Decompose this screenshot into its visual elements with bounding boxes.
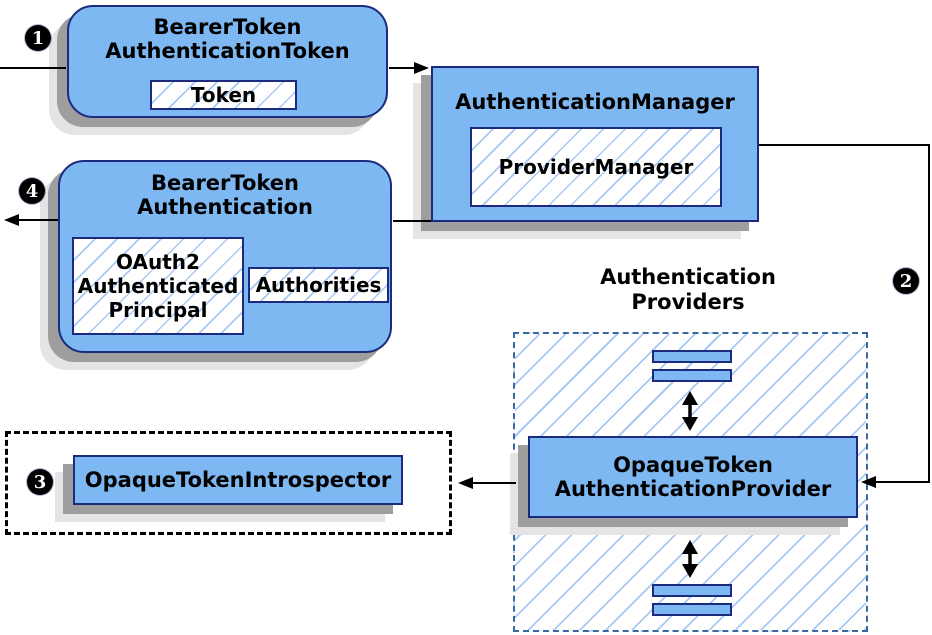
arrow-authentication-out xyxy=(4,214,58,226)
providers-title-line2: Providers xyxy=(631,290,745,314)
node-bearer-token-authentication-token-title: BearerToken AuthenticationToken xyxy=(69,15,386,63)
step-badge-3: 3 xyxy=(27,469,53,495)
title-line: OpaqueToken xyxy=(613,453,773,477)
introspector-group-box xyxy=(5,431,452,535)
providers-title-line1: Authentication xyxy=(600,265,776,289)
node-bearer-token-authentication: BearerToken Authentication OAuth2 Authen… xyxy=(58,160,392,353)
node-authentication-manager: AuthenticationManager ProviderManager xyxy=(431,66,759,222)
title-line: AuthenticationToken xyxy=(105,39,350,63)
chip-line: Authenticated xyxy=(77,274,239,298)
authentication-providers-title: Authentication Providers xyxy=(538,265,838,315)
provider-stack-rect-icon xyxy=(652,584,732,597)
node-bearer-token-authentication-title: BearerToken Authentication xyxy=(60,171,390,219)
step-badge-2-number: 2 xyxy=(899,270,913,292)
arrow-token-to-manager xyxy=(389,62,429,74)
token-chip-label: Token xyxy=(190,83,257,107)
chip-line: OAuth2 xyxy=(116,250,200,274)
oauth2-authenticated-principal-label: OAuth2 Authenticated Principal xyxy=(78,250,239,322)
title-line: BearerToken xyxy=(151,171,299,195)
authorities-chip: Authorities xyxy=(248,267,389,303)
arrow-provider-to-introspector xyxy=(458,477,516,489)
node-opaque-token-introspector-title: OpaqueTokenIntrospector xyxy=(85,468,391,492)
node-opaque-token-authentication-provider: OpaqueToken AuthenticationProvider xyxy=(528,436,858,518)
step-badge-2: 2 xyxy=(893,268,919,294)
step-badge-4: 4 xyxy=(19,178,45,204)
title-line: Authentication xyxy=(137,195,313,219)
node-opaque-token-introspector: OpaqueTokenIntrospector xyxy=(73,455,403,505)
step-badge-3-number: 3 xyxy=(33,471,47,493)
oauth2-authenticated-principal-chip: OAuth2 Authenticated Principal xyxy=(72,237,244,335)
title-line: AuthenticationManager xyxy=(455,90,735,114)
step-badge-1-number: 1 xyxy=(31,27,45,49)
provider-stack-rect-icon xyxy=(652,369,732,382)
provider-manager-chip-label: ProviderManager xyxy=(498,155,694,179)
token-chip: Token xyxy=(150,80,297,110)
provider-manager-chip: ProviderManager xyxy=(470,127,722,207)
title-line: BearerToken xyxy=(153,15,302,39)
title-line: AuthenticationProvider xyxy=(554,477,832,501)
step-badge-4-number: 4 xyxy=(25,180,39,202)
step-badge-1: 1 xyxy=(25,25,51,51)
title-line: OpaqueTokenIntrospector xyxy=(84,468,392,492)
node-authentication-manager-title: AuthenticationManager xyxy=(433,90,757,114)
provider-stack-rect-icon xyxy=(652,603,732,616)
node-bearer-token-authentication-token: BearerToken AuthenticationToken Token xyxy=(67,5,388,118)
authorities-chip-label: Authorities xyxy=(255,273,382,297)
node-opaque-token-authentication-provider-title: OpaqueToken AuthenticationProvider xyxy=(555,453,832,501)
chip-line: Principal xyxy=(108,298,208,322)
provider-stack-rect-icon xyxy=(652,350,732,363)
